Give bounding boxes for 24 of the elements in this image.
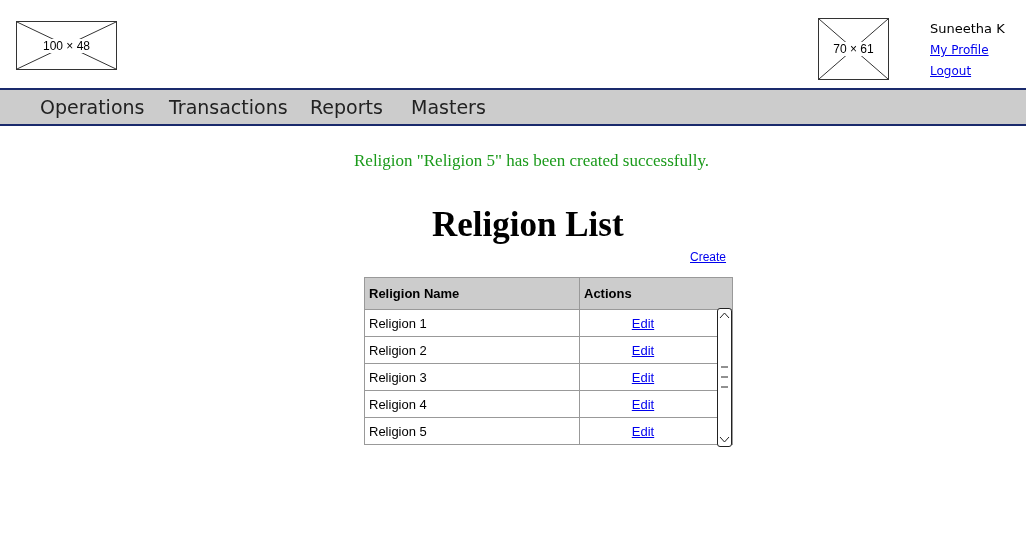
menu-item: Masters	[411, 96, 486, 118]
menu-item: Operations	[40, 96, 145, 118]
edit-link: Edit	[631, 315, 655, 331]
logout-link: Logout	[930, 64, 972, 78]
edit-link: Edit	[631, 423, 655, 439]
menu-item: Transactions	[169, 96, 288, 118]
edit-link: Edit	[631, 369, 655, 385]
profile-link: My Profile	[930, 43, 989, 57]
placeholder-label: 100 × 48	[43, 38, 90, 53]
create-link: Create	[690, 250, 727, 264]
success-message: Religion "Religion 5" has been created successfully.	[354, 151, 710, 171]
table-cell: Religion 5	[364, 417, 580, 445]
user-name: Suneetha K	[930, 21, 1005, 36]
table-cell: Religion 2	[364, 336, 580, 364]
menu-item: Reports	[310, 96, 383, 118]
column-header: Religion Name	[364, 277, 580, 310]
table-cell: Religion 3	[364, 363, 580, 391]
edit-link: Edit	[631, 396, 655, 412]
edit-link: Edit	[631, 342, 655, 358]
table-cell: Religion 1	[364, 309, 580, 337]
column-header: Actions	[579, 277, 733, 310]
placeholder-label: 70 × 61	[833, 42, 874, 56]
table-cell: Religion 4	[364, 390, 580, 418]
page-heading: Religion List	[432, 205, 624, 245]
